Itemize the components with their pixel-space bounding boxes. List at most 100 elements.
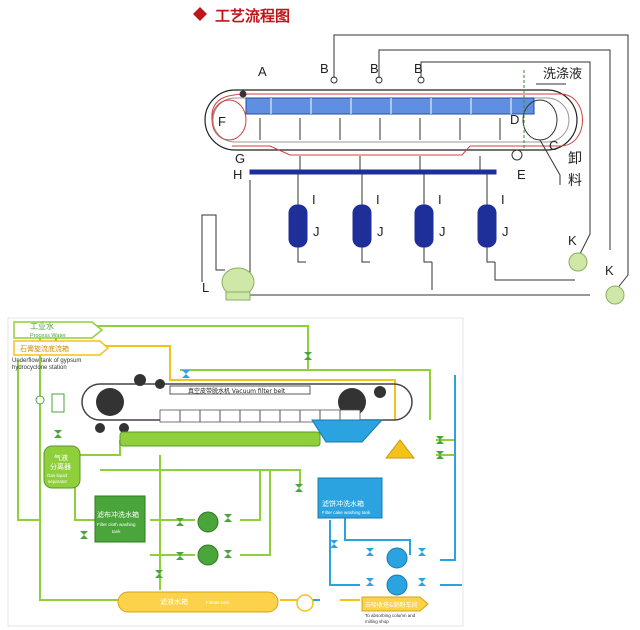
label-B2: B [370, 61, 379, 76]
gypsum-cake [384, 439, 416, 459]
valve-icon [330, 540, 338, 548]
label-I3: I [438, 192, 442, 207]
receiver-3 [414, 204, 434, 248]
top-labels: A B B B F D C G H E I I I I J J J J K K … [202, 61, 614, 295]
label-L: L [202, 280, 209, 295]
receiver-4 [477, 204, 497, 248]
scraper-roller [511, 149, 523, 161]
valve-icon [418, 578, 426, 586]
label-D: D [510, 112, 519, 127]
cake-tank-cn: 滤饼冲洗水箱 [322, 499, 364, 508]
gas-sep-en-1: Gas liquid [47, 473, 68, 478]
belt-roller-left [96, 388, 124, 416]
valve-icon [436, 436, 444, 444]
valve-icon [182, 370, 190, 378]
gas-sep-en-2: separator [48, 479, 68, 484]
valve-icon [304, 352, 312, 360]
filtrate-header [249, 169, 497, 175]
valve-icon [366, 578, 374, 586]
process-water-en: Process Water [30, 333, 66, 339]
label-I1: I [312, 192, 316, 207]
gas-sep-cn-2: 分离器 [50, 462, 71, 471]
valve-icon [224, 514, 232, 522]
cake-wash-pump-1 [386, 547, 408, 569]
filtrate-pump [296, 594, 314, 612]
label-C: C [549, 138, 558, 153]
filtrate-tank-cn: 滤液水箱 [160, 597, 188, 606]
cloth-tank-en-2: tank [112, 529, 121, 534]
vacuum-box [245, 97, 535, 115]
underflow-cn: 石膏旋流底流箱 [20, 344, 69, 353]
label-F: F [218, 114, 226, 129]
page-title: 工艺流程图 [215, 7, 290, 25]
spray-nozzle-1 [330, 76, 338, 84]
underflow-banner [13, 340, 110, 356]
underflow-en-2: hydrocyclone station [12, 365, 67, 371]
vacuum-belt-label: 真空皮带脱水机 Vacuum filter belt [188, 387, 286, 395]
cake-hopper [311, 419, 384, 443]
label-J4: J [502, 224, 509, 239]
cloth-path-line [211, 93, 583, 156]
label-B3: B [414, 61, 423, 76]
label-K1: K [568, 233, 577, 248]
cloth-tank-en-1: Filter cloth washing [97, 522, 136, 527]
header: 工艺流程图 [193, 7, 290, 25]
wash-liquid-label: 洗涤液 [543, 67, 582, 82]
label-A: A [258, 64, 267, 79]
label-E: E [517, 167, 526, 182]
valve-icon [176, 518, 184, 526]
pump-K1 [568, 252, 588, 272]
gas-liquid-separator [43, 445, 81, 489]
feed-point [239, 90, 247, 98]
valve-icon [295, 484, 303, 492]
pressure-gauge [35, 395, 45, 405]
spray-nozzle-2 [375, 76, 383, 84]
belt-roller-right [338, 388, 366, 416]
filtrate-pan [119, 431, 321, 447]
pump-K2 [605, 285, 625, 305]
spray-nozzle-3 [417, 76, 425, 84]
valve-icon [80, 531, 88, 539]
cloth-wash-tank [94, 495, 146, 543]
cake-wash-pump-2 [386, 574, 408, 596]
level-gauge [51, 393, 65, 413]
tail-roller [522, 99, 558, 141]
discharge-label-2: 料 [568, 173, 582, 189]
process-water-cn: 工业水 [30, 321, 54, 331]
discharge-chute [539, 139, 561, 185]
label-H: H [233, 167, 242, 182]
discharge-label-1: 卸 [568, 151, 582, 167]
underflow-en-1: Underflow tank of gypsum [12, 358, 81, 364]
filtrate-tank-en: Filtrate tank [206, 600, 230, 605]
cloth-tank-cn: 滤布冲洗水箱 [97, 510, 139, 519]
drain-line [201, 214, 225, 282]
belt-loop [204, 89, 578, 151]
process-water-banner [13, 321, 104, 339]
receiver-2 [352, 204, 372, 248]
label-G: G [235, 151, 245, 166]
valve-icon [418, 548, 426, 556]
wash-line-2 [378, 49, 611, 250]
wash-line-3 [420, 61, 591, 259]
valve-icon [54, 430, 62, 438]
label-J3: J [439, 224, 446, 239]
label-B1: B [320, 61, 329, 76]
valve-icon [155, 570, 163, 578]
cake-wash-tank [317, 477, 383, 519]
absorb-banner [361, 596, 429, 612]
valve-icon [224, 550, 232, 558]
valve-icon [436, 451, 444, 459]
bottom-diagram: 工业水 Process Water 石膏旋流底流箱 Underflow tank… [7, 317, 464, 627]
wash-line-1 [333, 34, 629, 185]
label-J2: J [377, 224, 384, 239]
cloth-wash-pump-2 [197, 544, 219, 566]
diamond-icon [193, 7, 207, 21]
valve-icon [176, 552, 184, 560]
wash-line-4 [615, 185, 629, 291]
label-J1: J [313, 224, 320, 239]
absorb-en-1: To absorbing column and [365, 613, 416, 618]
cloth-wash-pump-1 [197, 511, 219, 533]
receiver-1 [288, 204, 308, 248]
cake-tank-en: Filter cake washing tank [322, 510, 371, 515]
